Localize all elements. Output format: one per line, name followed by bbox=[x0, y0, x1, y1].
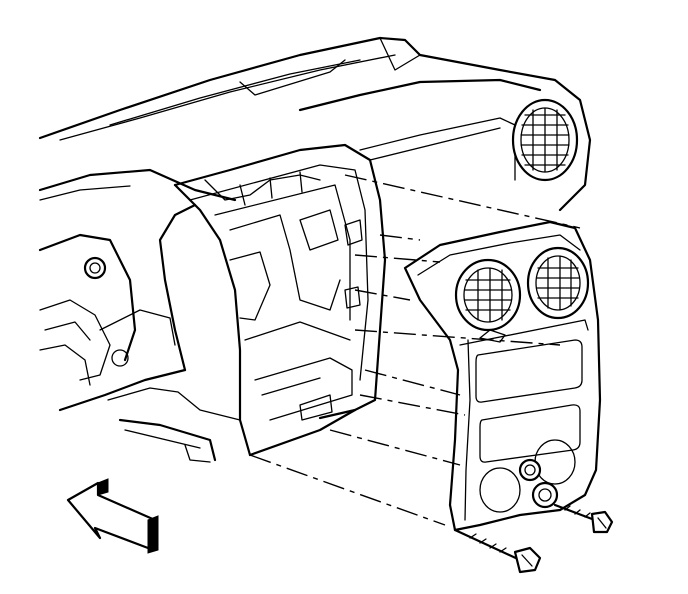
air-vent-icon bbox=[526, 246, 590, 320]
alignment-lines bbox=[249, 174, 581, 526]
direction-arrow-icon bbox=[66, 478, 159, 554]
dash-center-opening bbox=[173, 143, 387, 457]
bolt-icon bbox=[453, 528, 542, 574]
instrument-panel-top bbox=[38, 36, 592, 212]
dash-left-side bbox=[38, 233, 241, 421]
gauge-opening-icon bbox=[479, 329, 576, 513]
air-vent-icon bbox=[511, 98, 579, 182]
lower-left-panel bbox=[118, 203, 217, 463]
air-vent-icon bbox=[454, 258, 522, 332]
bolt-icon bbox=[553, 503, 614, 534]
